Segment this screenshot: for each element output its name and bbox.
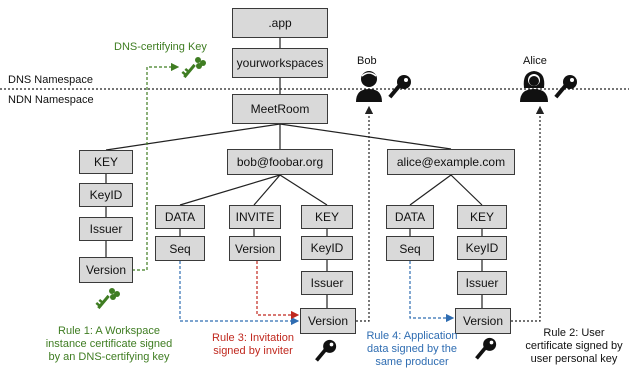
rule4-line2: data signed by the xyxy=(367,343,457,355)
rule1-line3: by an DNS-certifying key xyxy=(48,351,170,363)
ndn-namespace-label: NDN Namespace xyxy=(8,94,94,106)
green-key-icon xyxy=(181,57,206,79)
rule4-line1: Rule 4: Application xyxy=(366,330,458,342)
rule2-arrow-bob xyxy=(356,105,374,322)
rule1-line1: Rule 1: A Workspace xyxy=(58,325,160,337)
node-bob-seq: Seq xyxy=(155,236,205,261)
rule3-line2: signed by inviter xyxy=(213,345,293,357)
rule2-text: Rule 2: User certificate signed by user … xyxy=(519,327,629,366)
rule2-line3: user personal key xyxy=(530,353,618,365)
node-workspace-keyid: KeyID xyxy=(79,183,133,207)
rule1-line2: instance certificate signed xyxy=(45,338,173,350)
alice-version-key-icon xyxy=(475,337,497,360)
node-alice: alice@example.com xyxy=(387,149,515,175)
node-alice-key: KEY xyxy=(457,205,507,229)
dns-certifying-key-label: DNS-certifying Key xyxy=(114,41,207,53)
bob-label: Bob xyxy=(357,55,377,67)
node-alice-version: Version xyxy=(455,308,511,334)
alice-key-icon xyxy=(554,75,577,99)
node-yourworkspaces: yourworkspaces xyxy=(232,48,328,78)
node-workspace-version: Version xyxy=(79,257,133,283)
rule4-arrow-alice xyxy=(409,261,455,323)
rule4-line3: same producer xyxy=(375,356,449,368)
rule4-arrow-bob xyxy=(179,261,300,326)
alice-person-icon xyxy=(520,71,548,102)
bob-person-icon xyxy=(356,71,382,102)
rule2-line1: Rule 2: User xyxy=(543,327,605,339)
node-app: .app xyxy=(232,8,328,38)
node-bob-issuer: Issuer xyxy=(301,271,353,295)
node-meetroom: MeetRoom xyxy=(232,94,328,124)
green-key-icon-bottom xyxy=(95,288,120,310)
node-bob-version: Version xyxy=(300,308,356,334)
node-bob-invite-version: Version xyxy=(229,236,281,261)
rule1-arrow xyxy=(132,62,180,271)
node-alice-keyid: KeyID xyxy=(457,236,507,260)
node-alice-data: DATA xyxy=(386,205,434,229)
node-workspace-key: KEY xyxy=(79,150,133,174)
node-bob-key: KEY xyxy=(301,205,353,229)
rule3-line1: Rule 3: Invitation xyxy=(212,332,294,344)
node-bob-invite: INVITE xyxy=(229,205,281,229)
node-bob: bob@foobar.org xyxy=(227,149,333,175)
bob-version-key-icon xyxy=(315,339,337,362)
rule3-text: Rule 3: Invitation signed by inviter xyxy=(198,332,308,358)
node-alice-issuer: Issuer xyxy=(457,271,507,295)
alice-label: Alice xyxy=(523,55,547,67)
rule1-text: Rule 1: A Workspace instance certificate… xyxy=(29,325,189,364)
rule4-text: Rule 4: Application data signed by the s… xyxy=(352,330,472,369)
node-bob-data: DATA xyxy=(155,205,205,229)
dns-namespace-label: DNS Namespace xyxy=(8,74,93,86)
rule2-arrow-alice xyxy=(511,105,545,322)
node-alice-seq: Seq xyxy=(386,236,434,261)
rule2-line2: certificate signed by xyxy=(525,340,623,352)
node-bob-keyid: KeyID xyxy=(301,236,353,260)
bob-key-icon xyxy=(388,75,411,99)
rule3-arrow xyxy=(256,261,300,320)
node-workspace-issuer: Issuer xyxy=(79,217,133,241)
